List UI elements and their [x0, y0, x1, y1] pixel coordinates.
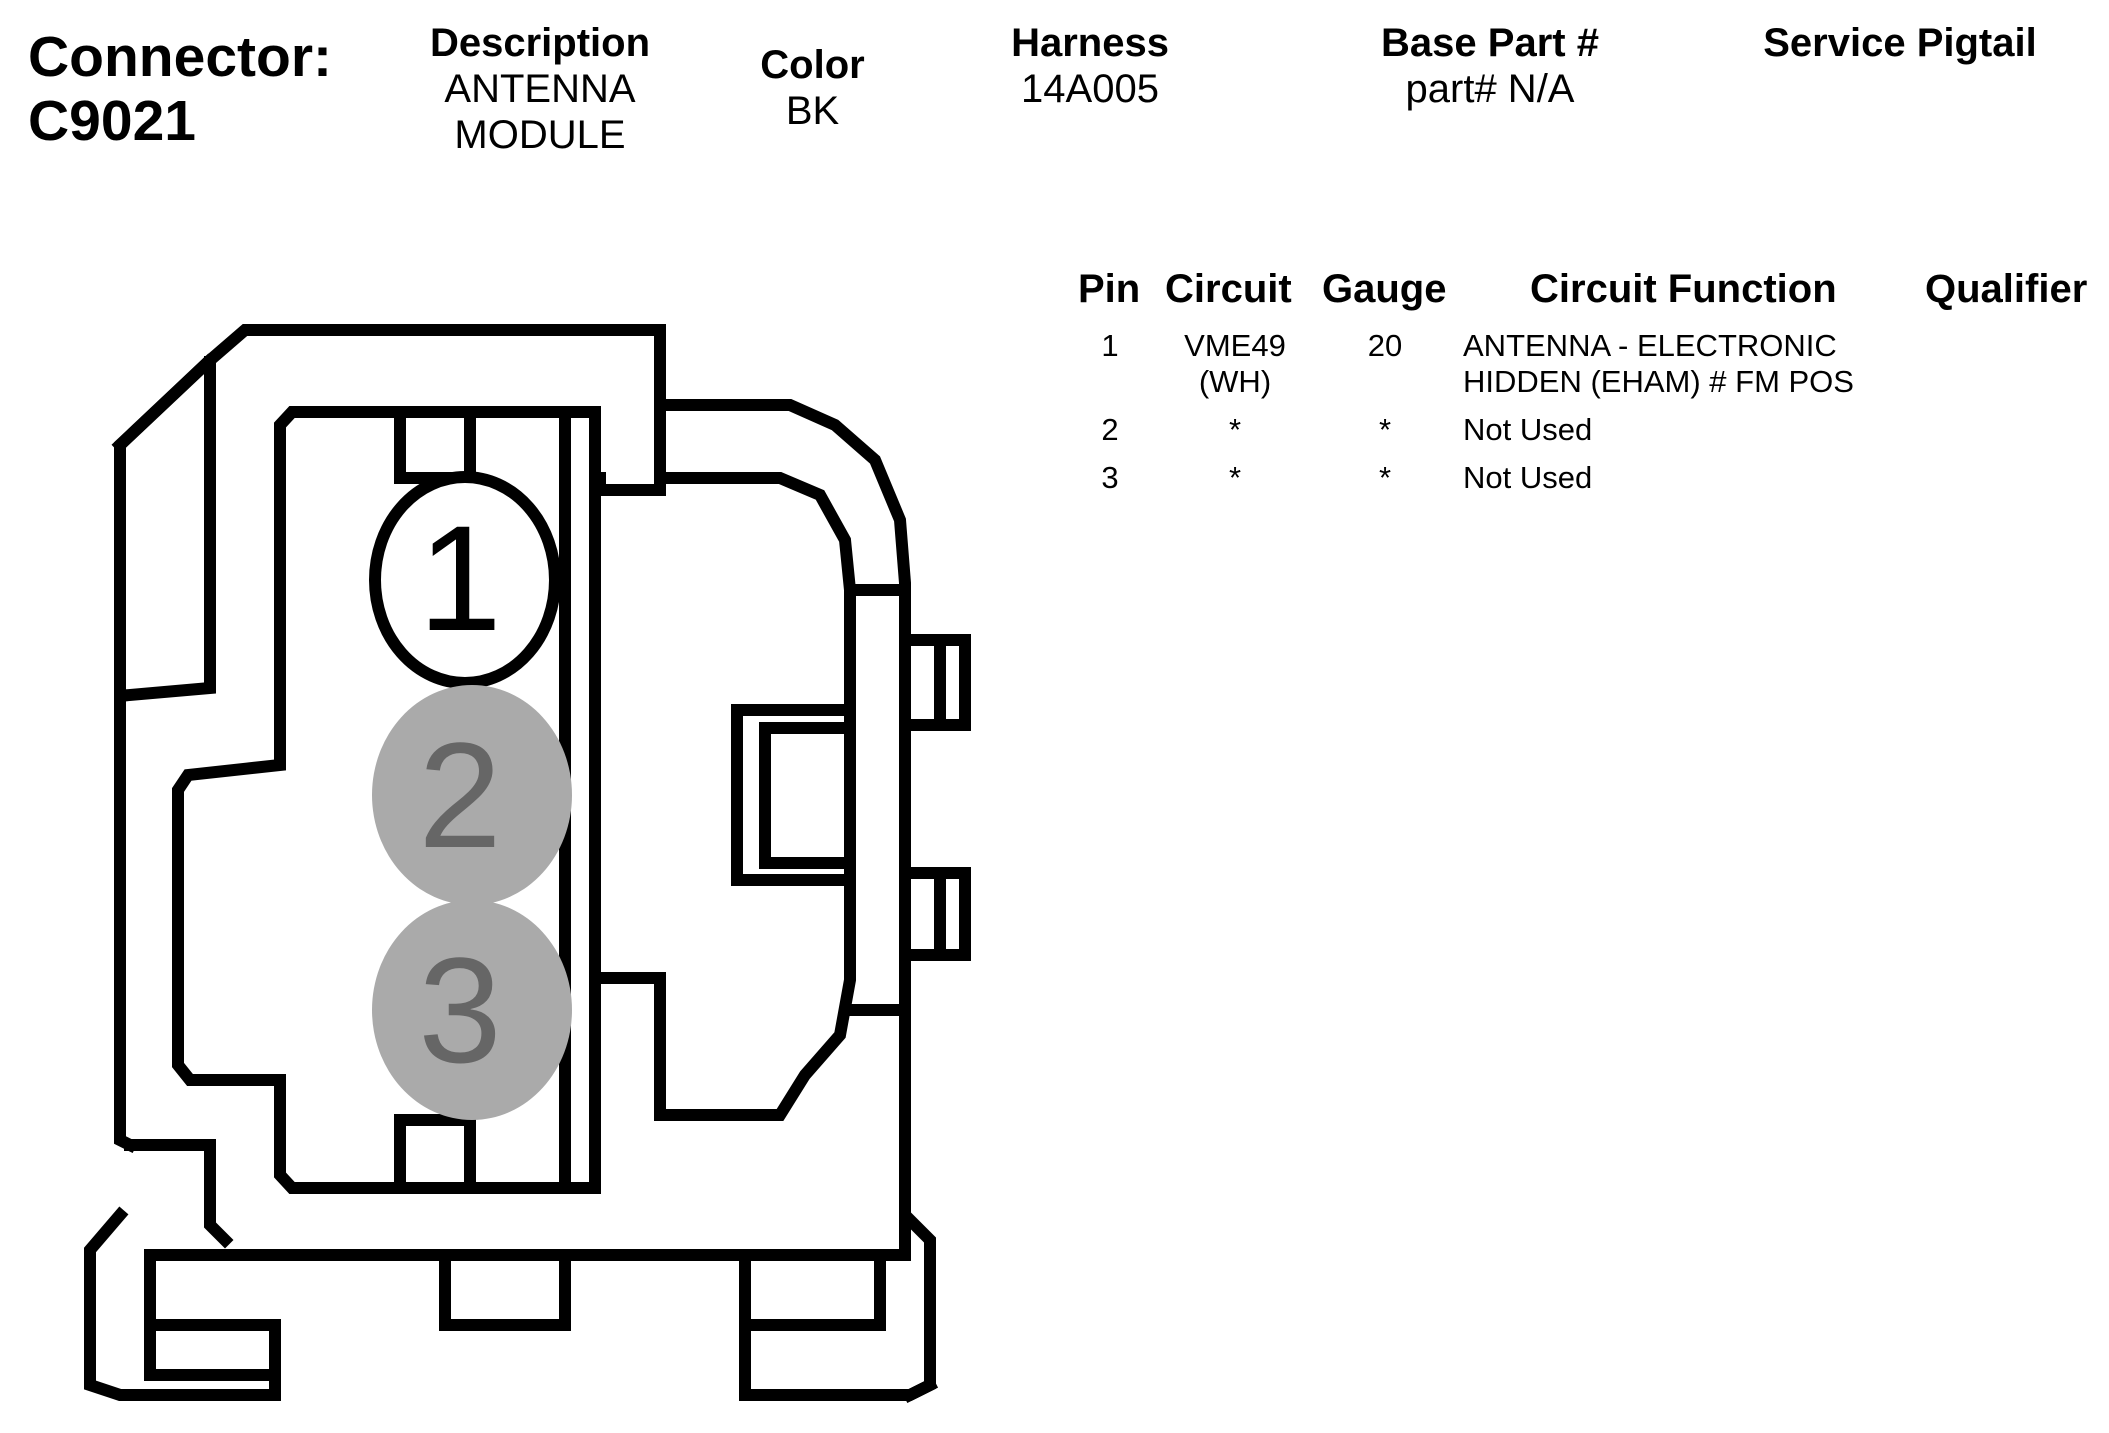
description-value: ANTENNA MODULE	[444, 67, 636, 157]
base-left-foot	[124, 1139, 234, 1249]
color-label: Color	[760, 43, 865, 87]
base-right-bump	[739, 1249, 886, 1331]
latch-body	[594, 472, 856, 1121]
row-pin: 2	[1101, 412, 1119, 447]
cavity-1: 1	[369, 471, 561, 689]
cavity-1-circle	[369, 471, 561, 689]
cavity-1-number: 1	[418, 494, 501, 662]
housing-outline	[111, 324, 936, 1404]
housing-left-wall	[114, 353, 217, 1154]
row-pin: 1	[1101, 328, 1119, 363]
upper-latch	[594, 399, 666, 496]
row-function: ANTENNA - ELECTRONIC HIDDEN (EHAM) # FM …	[1463, 328, 1854, 399]
base-part-value: part# N/A	[1405, 67, 1575, 111]
connector-label: Connector:	[28, 25, 332, 89]
connector-title: Connector: C9021	[28, 25, 332, 154]
harness-column: Harness 14A005	[970, 20, 1210, 112]
base-right-edge	[739, 1376, 939, 1401]
circuit-header: Circuit	[1165, 267, 1292, 311]
color-value: BK	[785, 89, 840, 133]
base-left-bump	[144, 1249, 281, 1401]
row-pin: 3	[1101, 460, 1119, 495]
cavity-2: 2	[372, 685, 572, 905]
base-part-column: Base Part # part# N/A	[1340, 20, 1640, 112]
row-function: Not Used	[1463, 460, 1593, 495]
service-pigtail-label: Service Pigtail	[1763, 21, 2037, 65]
left-inner-rib	[123, 356, 216, 702]
base-center-bump	[439, 1249, 571, 1331]
circuit-function-header: Circuit Function	[1530, 267, 1837, 311]
connector-id: C9021	[28, 88, 196, 153]
cavity-2-circle	[372, 685, 572, 905]
row-circuit: *	[1228, 460, 1242, 495]
pin-header: Pin	[1078, 267, 1141, 311]
qualifier-header: Qualifier	[1925, 267, 2088, 311]
harness-value: 14A005	[1021, 67, 1159, 111]
center-lock-tab	[731, 704, 856, 886]
base-part-label: Base Part #	[1381, 21, 1599, 65]
description-label: Description	[429, 21, 651, 65]
cavity-3-circle	[372, 900, 572, 1120]
cavity-2-number: 2	[418, 711, 501, 879]
row-circuit: *	[1228, 412, 1242, 447]
color-column: Color BK	[730, 42, 895, 134]
base-outline	[84, 1206, 911, 1401]
inner-frame	[172, 406, 601, 1194]
row-function: Not Used	[1463, 412, 1593, 447]
row-circuit: VME49 (WH)	[1184, 328, 1286, 399]
center-lock-tab-inner	[759, 722, 856, 869]
row-gauge: *	[1378, 460, 1392, 495]
description-column: Description ANTENNA MODULE	[400, 20, 680, 158]
harness-label: Harness	[1011, 21, 1169, 65]
gauge-header: Gauge	[1322, 267, 1447, 311]
top-slot	[394, 406, 476, 484]
bottom-slot	[394, 1114, 476, 1194]
cavity-3: 3	[372, 900, 572, 1120]
row-gauge: 20	[1367, 328, 1403, 363]
service-pigtail-column: Service Pigtail	[1725, 20, 2075, 66]
row-gauge: *	[1378, 412, 1392, 447]
cavity-3-number: 3	[418, 926, 501, 1094]
connector-housing	[84, 324, 971, 1404]
